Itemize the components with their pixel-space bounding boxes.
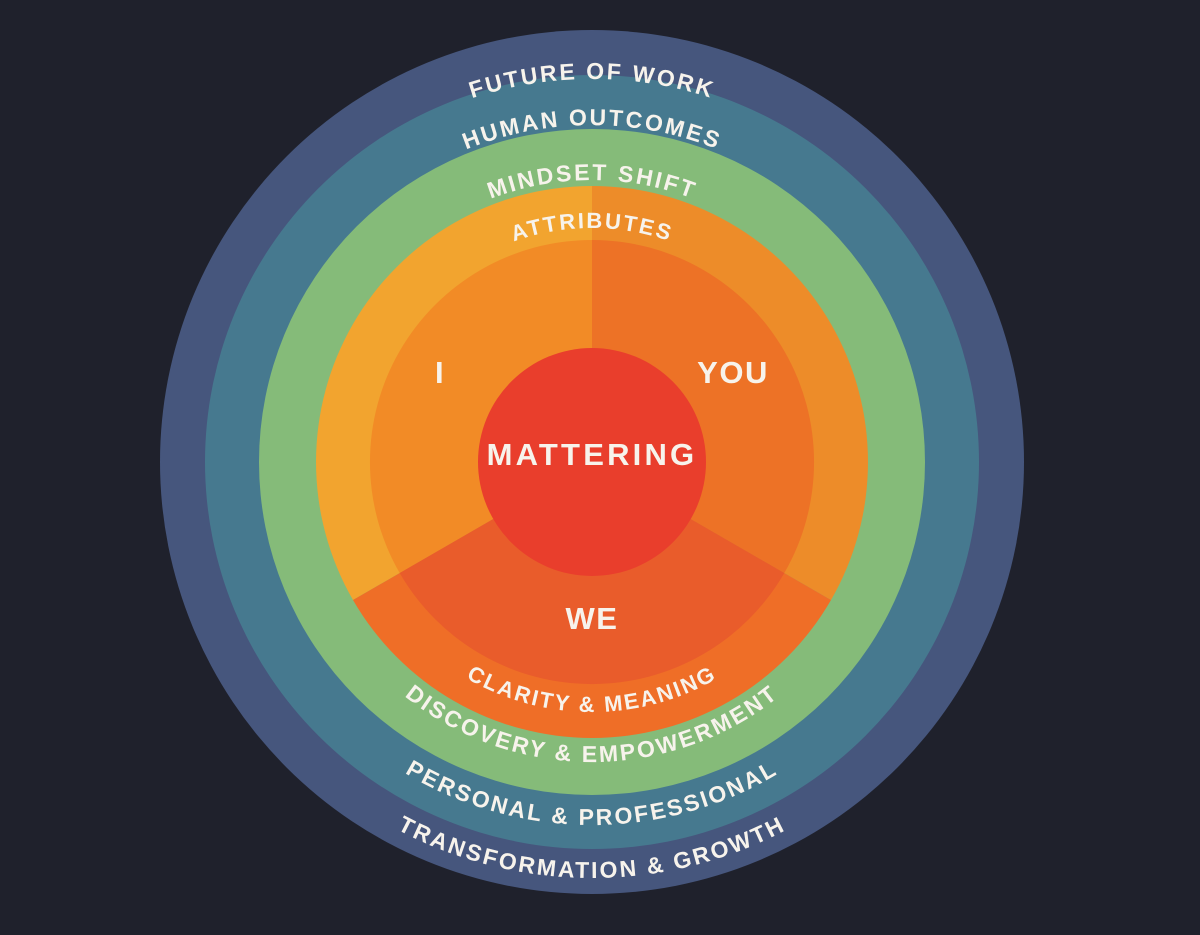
label-sector-you: YOU xyxy=(697,355,769,390)
label-sector-i: I xyxy=(435,355,445,390)
label-sector-we: WE xyxy=(566,601,619,636)
label-mattering: MATTERING xyxy=(487,437,698,472)
center-circle xyxy=(478,348,706,576)
